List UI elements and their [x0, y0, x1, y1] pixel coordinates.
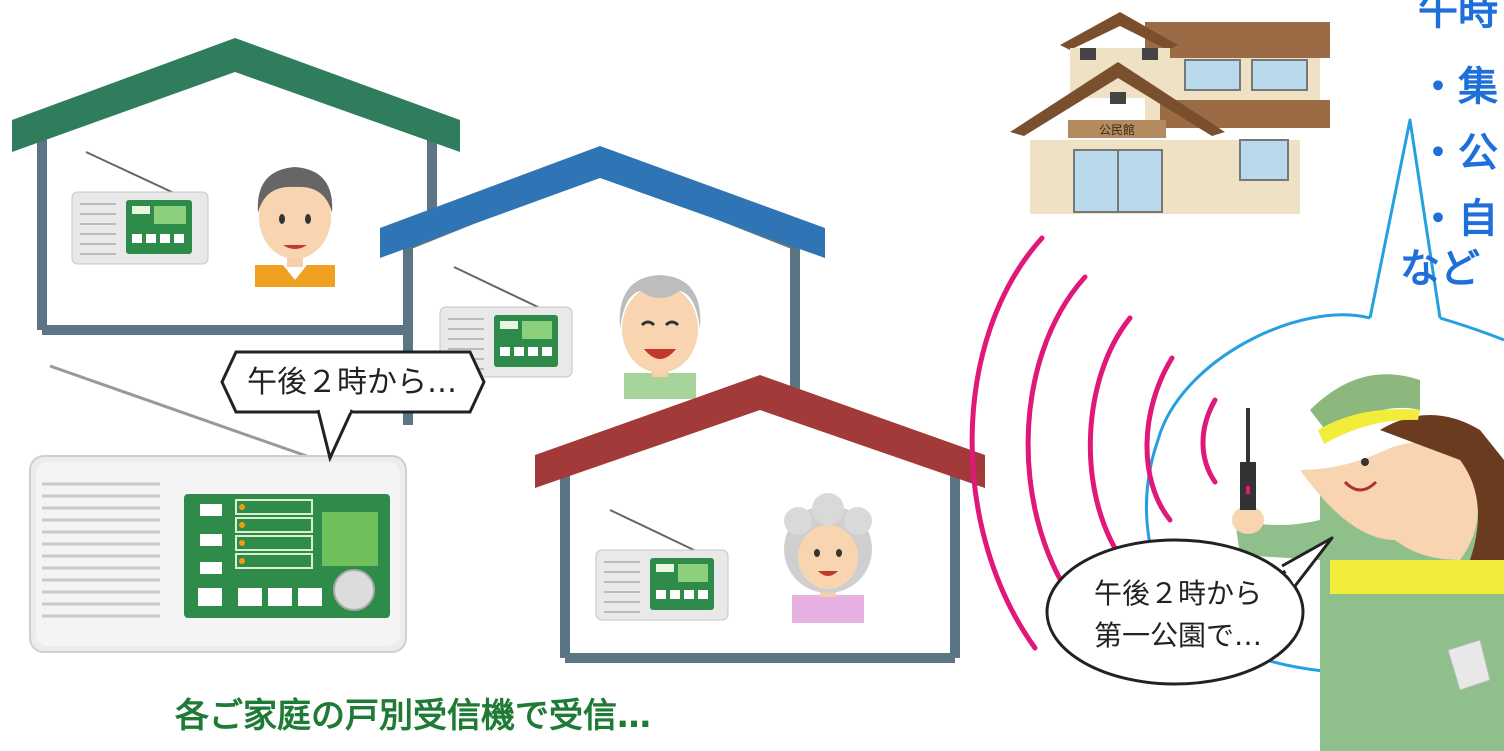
speaker-grille [42, 482, 160, 618]
radio-icon [71, 151, 209, 265]
roof-green [12, 38, 460, 152]
receiver-unit [29, 364, 407, 653]
building-sign: 公民館 [1099, 122, 1135, 137]
person-man-icon [255, 167, 335, 287]
announcer-bubble-line1: 午後２時から [1094, 577, 1262, 610]
side-text-line3: ・公 [1418, 130, 1498, 176]
house-blue [380, 146, 825, 425]
caption-text: 各ご家庭の戸別受信機で受信… [175, 696, 651, 736]
side-text-line1: 午時 [1418, 0, 1498, 34]
community-center-building: 公民館 [1010, 12, 1330, 214]
announcer-speech-bubble: 午後２時から 第一公園で… [1045, 536, 1334, 686]
antenna [49, 364, 319, 462]
radio-icon [595, 509, 729, 621]
receiver-bubble-text: 午後２時から… [247, 365, 457, 400]
roof-red [535, 375, 985, 488]
person-grandma-icon [784, 493, 872, 623]
person-grandpa-icon [619, 275, 701, 399]
volume-knob-icon [333, 569, 375, 611]
roof-blue [380, 146, 825, 258]
person-announcer-icon [1232, 374, 1504, 751]
radio-icon [439, 266, 573, 378]
announcer-bubble-line2: 第一公園で… [1094, 619, 1262, 652]
radio-waves [969, 235, 1218, 651]
house-green [12, 38, 460, 335]
side-text: 午時 ・集 ・公 ・自 など [1400, 0, 1498, 292]
side-text-line5: など [1400, 246, 1480, 292]
receiver-speech-bubble: 午後２時から… [220, 350, 486, 463]
side-text-line4: ・自 [1418, 196, 1498, 242]
house-red [535, 375, 985, 663]
side-text-line2: ・集 [1418, 64, 1498, 110]
